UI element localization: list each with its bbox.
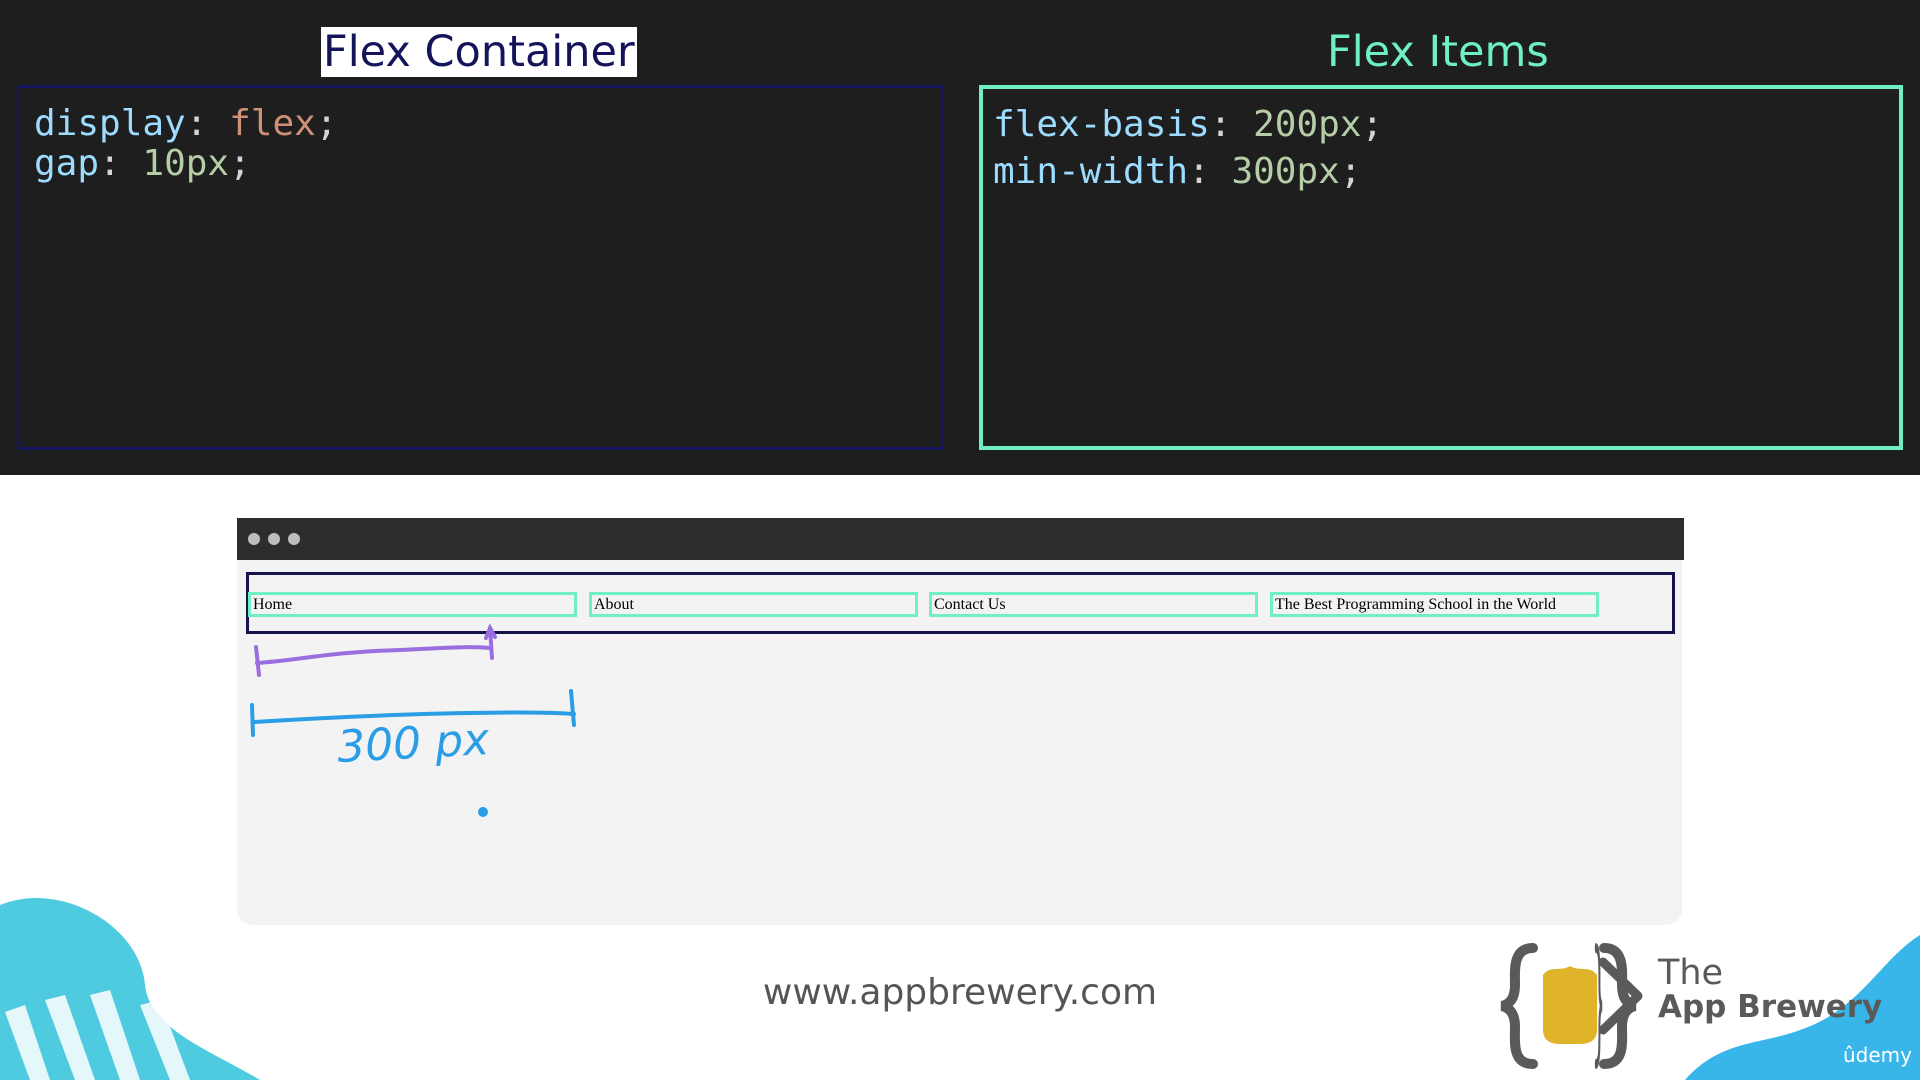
flex-container-code-box: display: flex; gap: 10px; bbox=[17, 85, 944, 450]
footer-url[interactable]: www.appbrewery.com bbox=[762, 972, 1158, 1013]
browser-viewport bbox=[237, 560, 1682, 925]
nav-item-contact[interactable]: Contact Us bbox=[929, 592, 1258, 617]
flex-container-title: Flex Container bbox=[321, 27, 637, 77]
flex-container-nav bbox=[246, 572, 1675, 634]
brand-the: The bbox=[1658, 953, 1724, 993]
flex-items-title: Flex Items bbox=[1327, 27, 1549, 77]
blue-dot bbox=[478, 807, 488, 817]
code-line-min-width: min-width: 300px; bbox=[993, 151, 1362, 192]
purple-left-tick bbox=[254, 645, 261, 677]
purple-measure-line bbox=[255, 645, 492, 665]
udemy-watermark: ûdemy bbox=[1843, 1043, 1912, 1067]
brand-name: App Brewery bbox=[1658, 989, 1883, 1025]
flex-items-code-box: flex-basis: 200px; min-width: 300px; bbox=[979, 85, 1903, 450]
code-line-gap: gap: 10px; bbox=[34, 143, 251, 184]
window-dot-icon bbox=[248, 533, 260, 545]
nav-item-home[interactable]: Home bbox=[248, 592, 577, 617]
code-line-display: display: flex; bbox=[34, 103, 338, 144]
nav-item-about[interactable]: About bbox=[589, 592, 918, 617]
code-line-flex-basis: flex-basis: 200px; bbox=[993, 104, 1384, 145]
nav-item-best-school[interactable]: The Best Programming School in the World bbox=[1270, 592, 1599, 617]
blue-left-tick bbox=[250, 703, 255, 737]
blue-right-tick bbox=[569, 689, 576, 727]
window-dot-icon bbox=[288, 533, 300, 545]
browser-title-bar bbox=[237, 518, 1684, 560]
handwritten-300px-label: 300 px bbox=[336, 714, 491, 773]
purple-right-tick bbox=[488, 626, 494, 660]
blue-measure-line bbox=[252, 710, 576, 724]
window-dot-icon bbox=[268, 533, 280, 545]
code-slide-panel bbox=[0, 0, 1920, 475]
